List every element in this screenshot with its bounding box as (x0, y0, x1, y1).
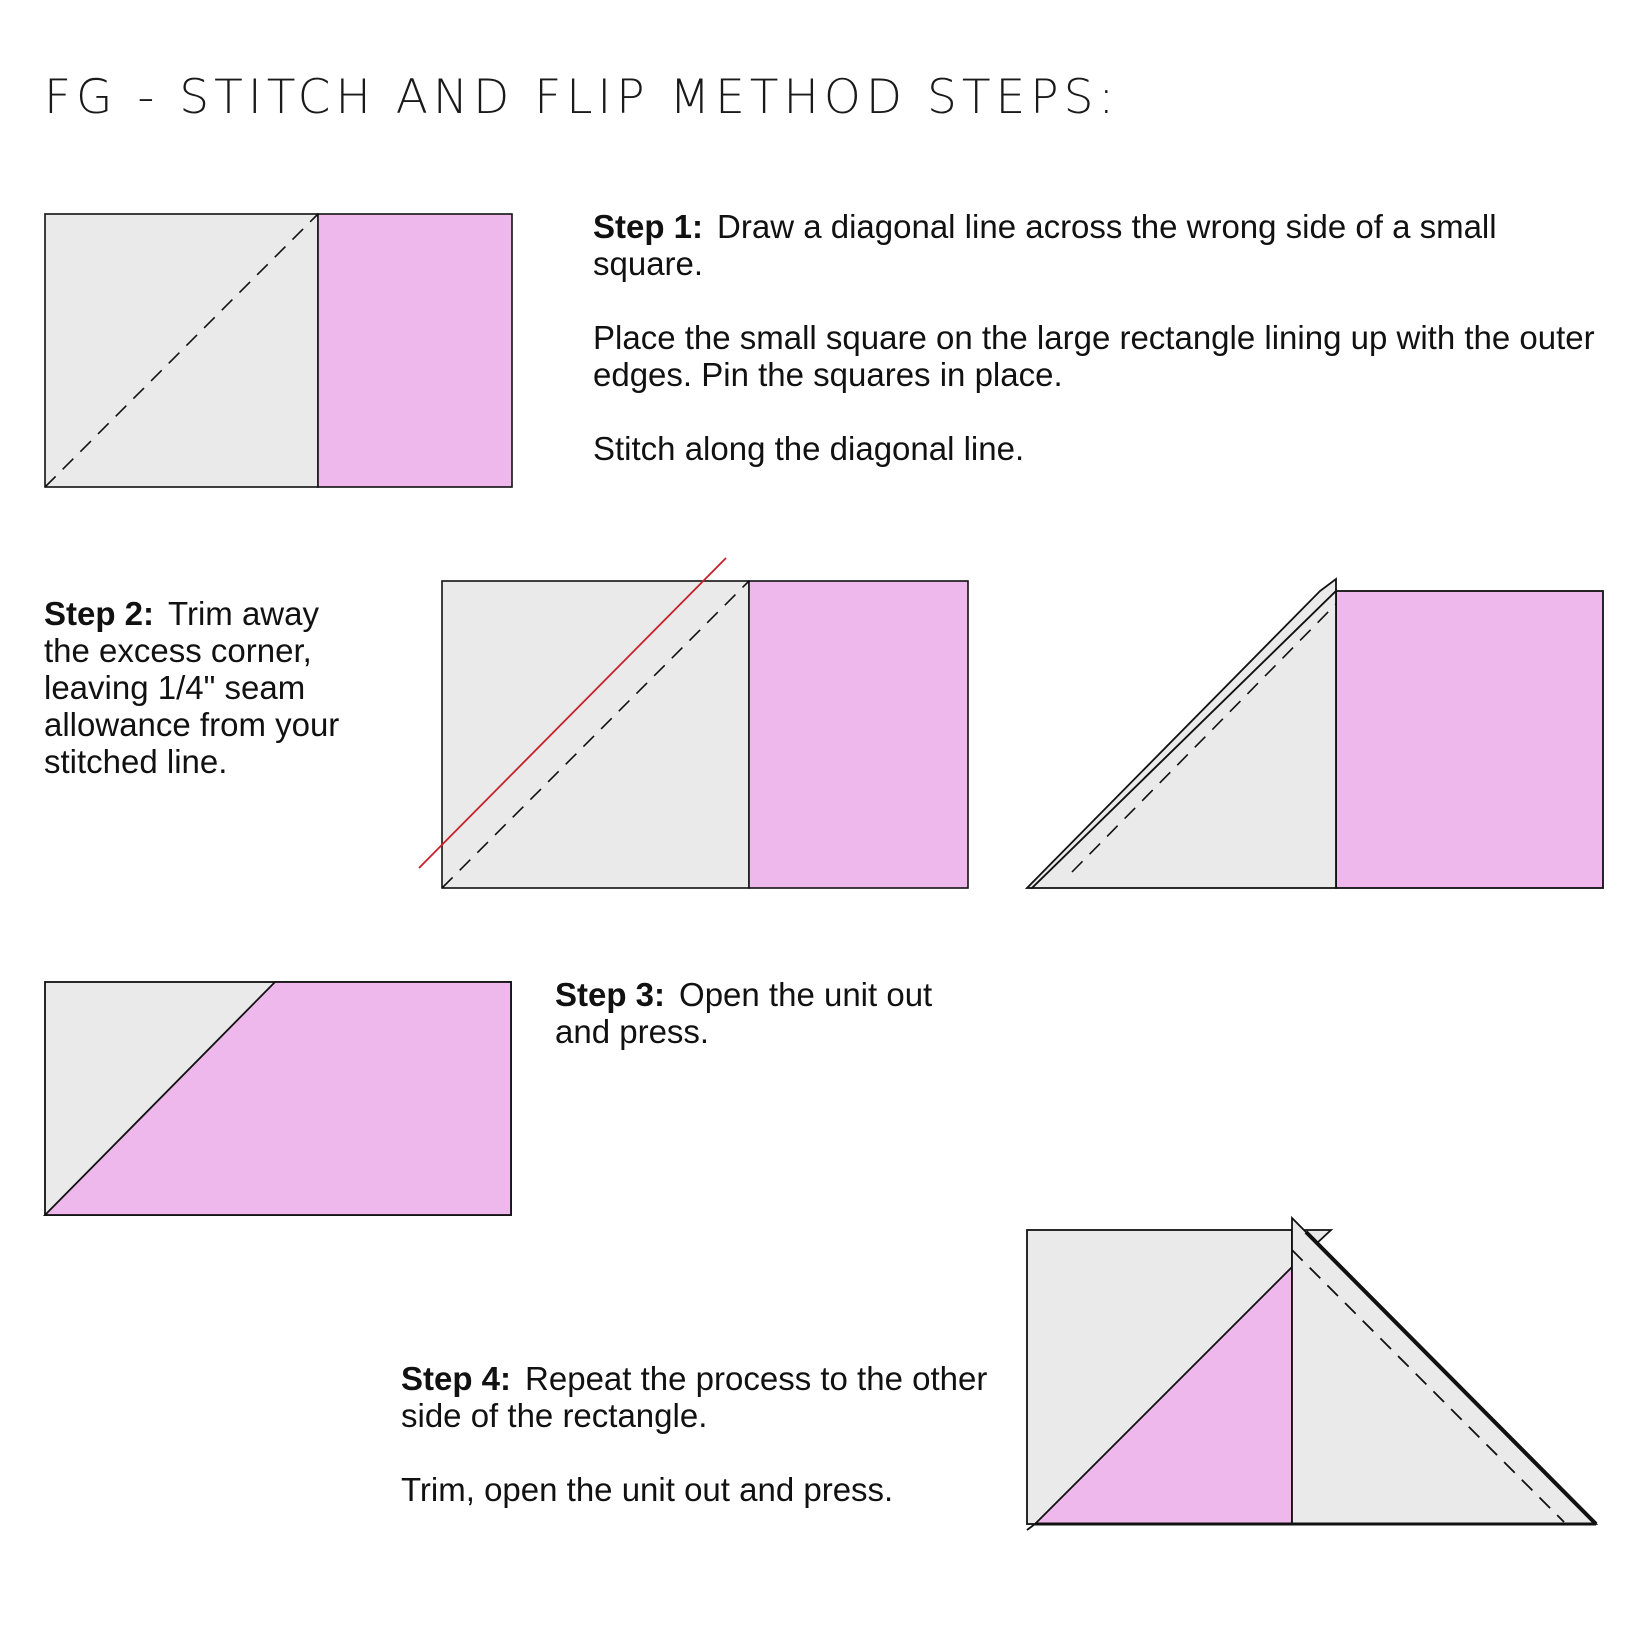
step-2-label: Step 2: (44, 595, 155, 632)
step-4-instructions: Step 4:Repeat the process to the other s… (401, 1360, 1001, 1508)
step-4-label: Step 4: (401, 1360, 512, 1397)
step-4-paragraph-2: Trim, open the unit out and press. (401, 1471, 894, 1508)
step-1-label: Step 1: (593, 208, 704, 245)
step-1-paragraph-2: Place the small square on the large rect… (593, 319, 1595, 393)
step-2-text: Trim away the excess corner, leaving 1/4… (44, 595, 340, 780)
step-3-pressed-pink (42, 981, 512, 1216)
step-4-stitch-line (1291, 1249, 1565, 1523)
step-1-paragraph-1: Draw a diagonal line across the wrong si… (593, 208, 1497, 282)
step-1-diagram (44, 213, 513, 488)
step-2-stitch-line (441, 580, 750, 889)
step-1-instructions: Step 1:Draw a diagonal line across the w… (593, 208, 1603, 467)
step-3-label: Step 3: (555, 976, 666, 1013)
step-2-small-square (441, 580, 750, 889)
step-2-trimmed-diagram (1024, 577, 1604, 889)
step-4-paragraph-1: Repeat the process to the other side of … (401, 1360, 988, 1434)
step-2-instructions: Step 2:Trim away the excess corner, leav… (44, 595, 374, 780)
step-1-paragraph-3: Stitch along the diagonal line. (593, 430, 1025, 467)
step-2-pink-rectangle-end (748, 580, 969, 889)
step-1-pink-rectangle-end (317, 213, 513, 488)
step-4-right-edge-bold (1304, 1230, 1598, 1526)
step-4-left-edge-line (1026, 1523, 1036, 1531)
step-3-instructions: Step 3:Open the unit out and press. (555, 976, 995, 1050)
step-4-diagram (1026, 1215, 1599, 1531)
step-2-cut-line (418, 557, 727, 869)
step-2-trim-diagram (418, 557, 969, 889)
step-2-trimmed-stitch-line (1071, 603, 1337, 873)
step-3-diagram (42, 981, 512, 1216)
step-3-text: Open the unit out and press. (555, 976, 933, 1050)
step-2-trimmed-pink-rectangle (1335, 590, 1604, 889)
step-1-diagonal-stitch-line (44, 213, 319, 488)
page-title: FG - STITCH AND FLIP METHOD STEPS: (44, 70, 1120, 125)
step-2-trimmed-triangle (1029, 588, 1337, 889)
